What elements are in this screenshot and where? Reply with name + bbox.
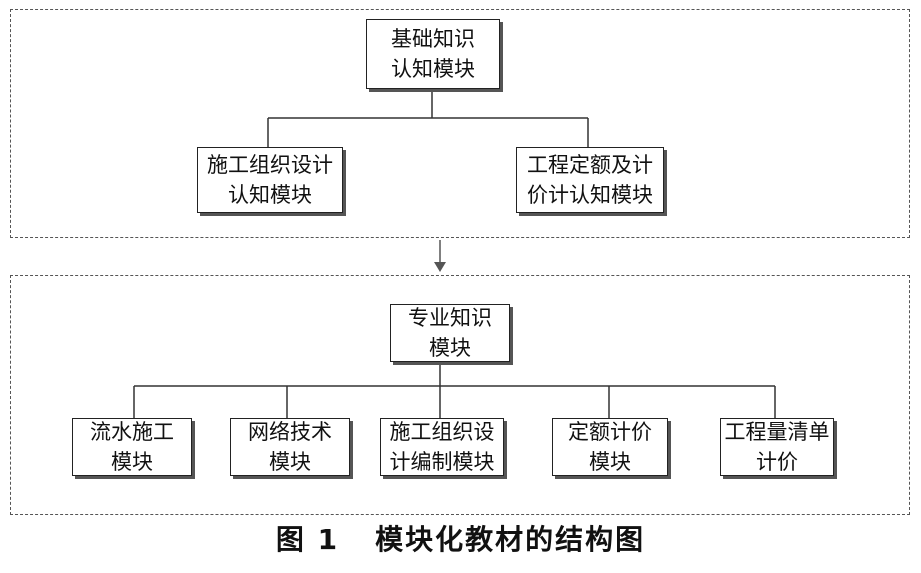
- figure-number: 图 1: [275, 523, 340, 556]
- node-network-technique: 网络技术 模块: [230, 418, 350, 476]
- bottom-group-panel: [10, 275, 910, 515]
- node-professional-knowledge: 专业知识 模块: [390, 304, 510, 362]
- node-label-line2: 模块: [269, 450, 311, 474]
- node-label-line2: 模块: [429, 336, 471, 360]
- node-label-line1: 专业知识: [408, 306, 492, 330]
- group-arrow-head: [434, 262, 446, 272]
- figure-title: 模块化教材的结构图: [375, 523, 646, 556]
- top-group-panel: [10, 9, 910, 238]
- node-basic-knowledge: 基础知识 认知模块: [366, 19, 500, 89]
- figure-caption: 图 1 模块化教材的结构图: [0, 518, 921, 558]
- node-label-line1: 定额计价: [568, 420, 652, 444]
- node-bill-of-quantities: 工程量清单 计价: [720, 418, 834, 476]
- node-label-line2: 认知模块: [228, 183, 312, 207]
- node-flow-construction: 流水施工 模块: [72, 418, 192, 476]
- node-label-line1: 网络技术: [248, 420, 332, 444]
- node-label-line1: 施工组织设计: [207, 153, 333, 177]
- node-quota-pricing: 定额计价 模块: [552, 418, 668, 476]
- node-label-line1: 流水施工: [90, 420, 174, 444]
- node-construction-org-compilation: 施工组织设 计编制模块: [380, 418, 504, 476]
- node-label-line2: 计编制模块: [389, 450, 495, 474]
- node-construction-org-design: 施工组织设计 认知模块: [197, 147, 343, 213]
- node-label-line2: 模块: [589, 450, 631, 474]
- node-label-line2: 认知模块: [391, 57, 475, 81]
- node-label-line1: 工程定额及计: [527, 153, 653, 177]
- node-quota-pricing-cognition: 工程定额及计 价计认知模块: [516, 147, 664, 213]
- node-label-line1: 基础知识: [391, 27, 475, 51]
- node-label-line2: 价计认知模块: [527, 183, 653, 207]
- node-label-line1: 工程量清单: [724, 420, 830, 444]
- node-label-line2: 模块: [111, 450, 153, 474]
- node-label-line2: 计价: [756, 450, 798, 474]
- node-label-line1: 施工组织设: [389, 420, 495, 444]
